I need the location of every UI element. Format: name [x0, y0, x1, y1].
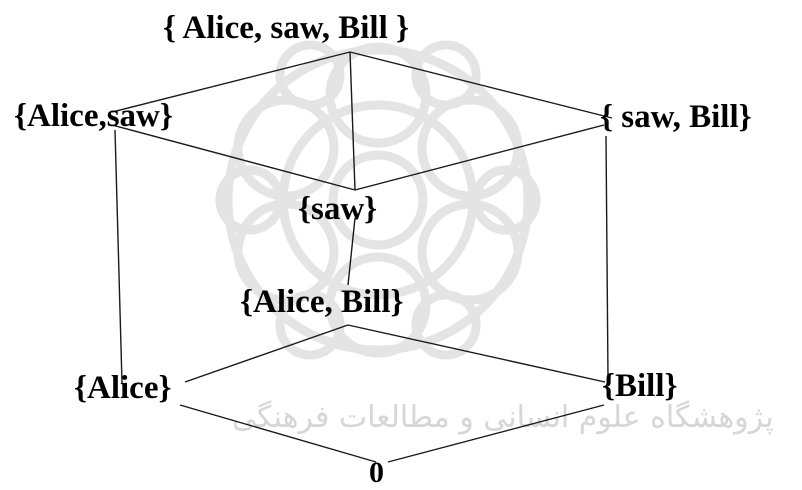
node-saw: {saw} — [298, 191, 378, 227]
node-saw-bill: { saw, Bill} — [600, 99, 752, 135]
edge-saw-bill-saw — [354, 124, 605, 191]
node-alice-bill: {Alice, Bill} — [240, 284, 404, 320]
node-top: { Alice, saw, Bill } — [163, 10, 410, 46]
edge-alice-bottom — [179, 404, 377, 463]
edge-saw-bill-bill — [605, 135, 609, 379]
watermark-text: پژوهشگاه علوم انسانی و مطالعات فرهنگی — [232, 400, 774, 435]
edge-top-alice-saw — [111, 51, 351, 113]
node-bottom: 0 — [369, 456, 384, 489]
edge-bill-bottom — [387, 404, 605, 463]
edge-alice-saw-saw — [111, 124, 356, 191]
edge-alice-saw-alice — [114, 129, 123, 384]
edge-alice-bill-alice — [184, 324, 349, 383]
node-bill: {Bill} — [602, 368, 678, 404]
edge-top-saw-bill — [349, 51, 613, 119]
node-alice-saw: {Alice,saw} — [14, 98, 173, 134]
node-alice: {Alice} — [74, 370, 172, 406]
edge-top-saw — [349, 51, 356, 191]
edge-alice-bill-bill — [347, 324, 606, 383]
edge-saw-alice-bill — [347, 217, 356, 286]
